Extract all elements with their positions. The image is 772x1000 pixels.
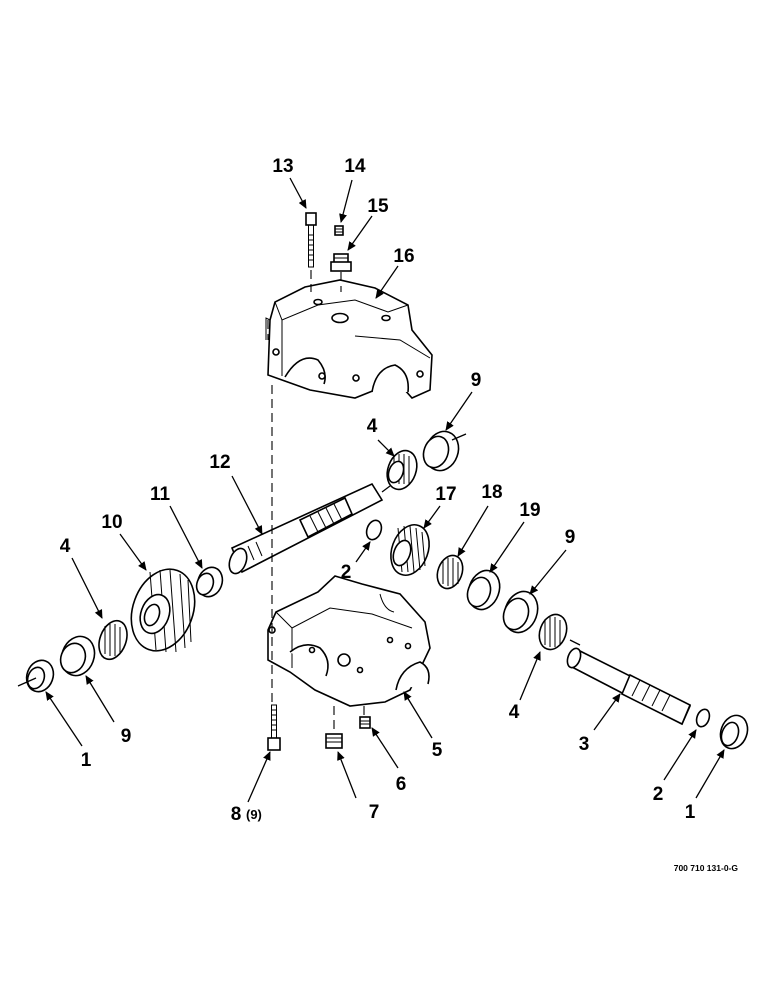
- part-14-plug: [334, 225, 344, 236]
- figure-reference-number: 700 710 131-0-G: [674, 863, 739, 873]
- part-8-cap-screw: [267, 704, 281, 751]
- part-6-plug: [359, 716, 371, 729]
- part-4-bearing-cone-upper: [386, 449, 418, 491]
- part-9-bearing-cup-upper: [422, 430, 460, 472]
- callout-8-quantity: (9): [246, 807, 262, 822]
- part-4-bearing-cone-right: [538, 613, 568, 651]
- callout-13: 13: [272, 156, 293, 177]
- callout-1-left: 1: [81, 750, 92, 771]
- part-1-seal-left: [25, 659, 55, 693]
- callout-16: 16: [393, 246, 414, 267]
- callout-17: 17: [435, 484, 456, 505]
- part-2-snap-ring-right: [695, 708, 711, 728]
- part-11-bushing: [195, 566, 224, 598]
- part-18-bearing-cone: [436, 554, 464, 590]
- callout-6: 6: [396, 774, 407, 795]
- callout-2-right: 2: [653, 784, 664, 805]
- part-16-upper-housing: [265, 279, 433, 399]
- callout-8: 8: [231, 804, 242, 825]
- callout-12: 12: [209, 452, 230, 473]
- part-10-large-gear: [130, 568, 196, 653]
- part-15-fitting: [330, 253, 352, 272]
- callout-1-right: 1: [685, 802, 696, 823]
- part-9-bearing-cup-left: [59, 635, 96, 677]
- part-2-snap-ring-middle: [365, 519, 383, 541]
- callout-5: 5: [432, 740, 443, 761]
- callout-9-left: 9: [121, 726, 132, 747]
- part-7-plug: [325, 733, 343, 749]
- callout-3: 3: [579, 734, 590, 755]
- callout-4-right: 4: [509, 702, 520, 723]
- callout-14: 14: [344, 156, 366, 177]
- callout-4-upper: 4: [367, 416, 378, 437]
- part-13-cap-screw: [305, 212, 317, 268]
- part-17-gear: [390, 524, 430, 576]
- callout-labels: 13 14 15 16 9 4 12 17 18 19 9 11 10 4 2 …: [60, 156, 696, 825]
- part-12-spline-shaft: [228, 482, 384, 575]
- callout-10: 10: [101, 512, 122, 533]
- callout-18: 18: [481, 482, 502, 503]
- callout-4-left: 4: [60, 536, 71, 557]
- callout-7: 7: [369, 802, 380, 823]
- assembly-centerlines: [17, 270, 581, 732]
- callout-2-middle: 2: [341, 562, 352, 583]
- part-19-bearing-cup: [466, 569, 501, 611]
- callout-leaders: [45, 177, 725, 803]
- part-4-bearing-cone-left: [98, 619, 128, 661]
- callout-15: 15: [367, 196, 389, 217]
- callout-9-right: 9: [565, 527, 576, 548]
- callout-9-upper: 9: [471, 370, 482, 391]
- part-3-output-shaft: [566, 647, 692, 726]
- callout-11: 11: [150, 484, 171, 505]
- part-5-lower-housing: [267, 575, 431, 707]
- part-9-bearing-cup-right: [502, 590, 539, 634]
- callout-19: 19: [519, 500, 540, 521]
- part-1-seal-right: [719, 714, 749, 750]
